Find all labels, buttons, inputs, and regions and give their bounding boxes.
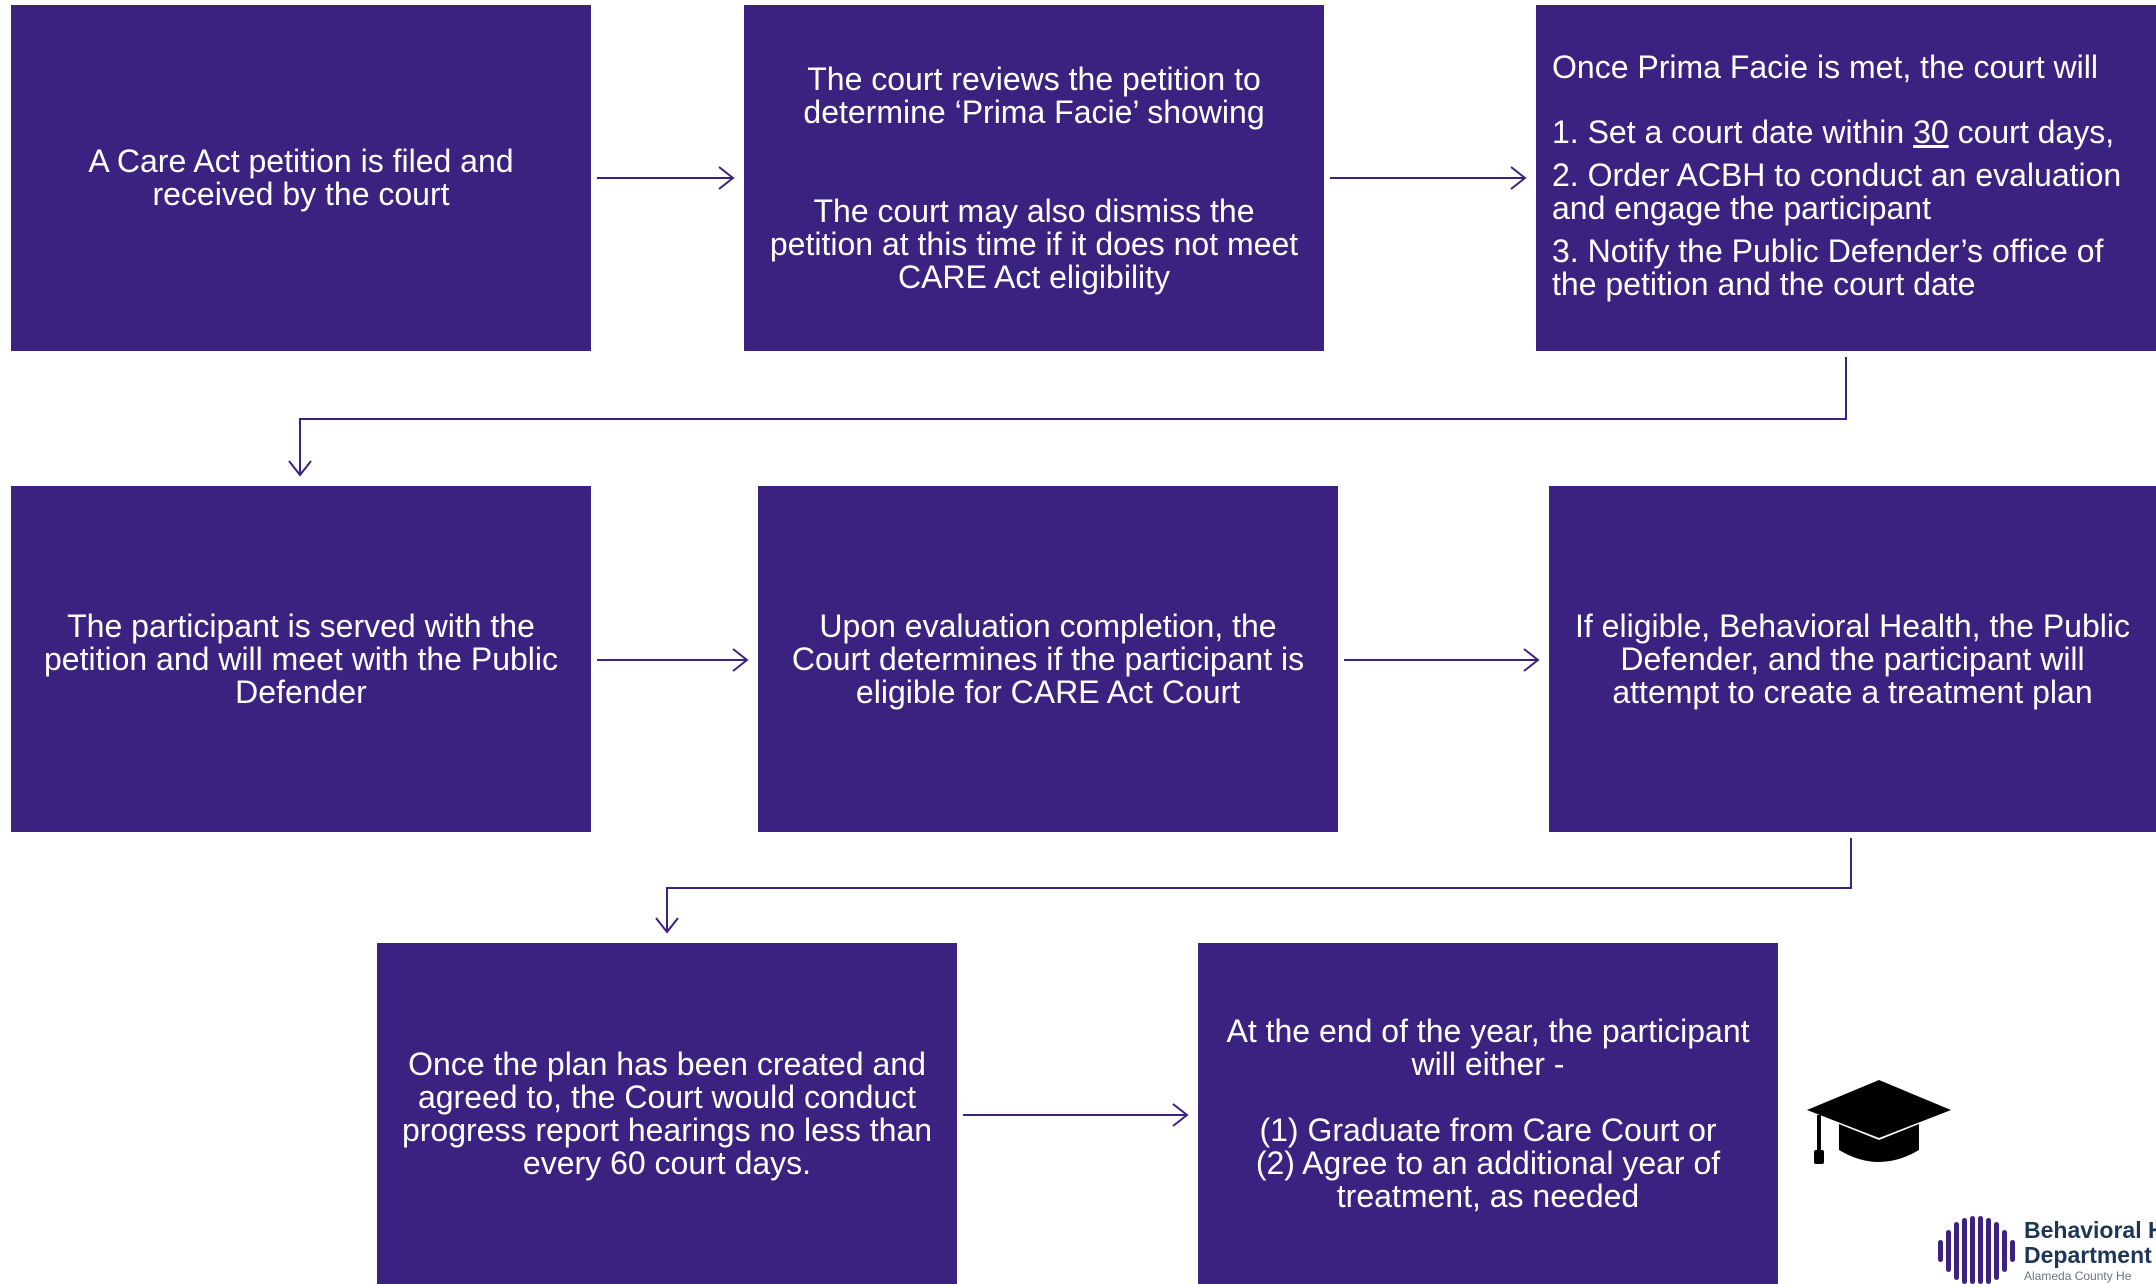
step-3-item-1-suffix: court days, [1948, 114, 2115, 150]
step-8-option-1: (1) Graduate from Care Court or [1259, 1111, 1717, 1148]
step-4-text: The participant is served with the petit… [43, 607, 559, 710]
behavioral-health-logo-icon [1938, 1216, 2015, 1284]
step-6-text: If eligible, Behavioral Health, the Publ… [1575, 607, 2130, 710]
step-3-item-1-prefix: 1. Set a court date within [1552, 114, 1914, 150]
step-3-item-1: 1. Set a court date within 30 court days… [1552, 116, 2114, 149]
logo-name: Behavioral H Department [2024, 1218, 2156, 1268]
step-end-of-year: At the end of the year, the participant … [1198, 943, 1778, 1284]
logo-subtitle: Alameda County He [2024, 1269, 2132, 1283]
step-3-item-3: 3. Notify the Public Defender’s office o… [1552, 233, 2104, 302]
behavioral-health-logo: Behavioral H Department Alameda County H… [1936, 1212, 2156, 1284]
step-3-item-1-days: 30 [1913, 114, 1949, 150]
logo-line-2: Department [2024, 1242, 2152, 1268]
step-2-text-dismiss: The court may also dismiss the petition … [769, 192, 1299, 295]
step-prima-facie-review: The court reviews the petition to determ… [744, 5, 1324, 351]
step-5-text: Upon evaluation completion, the Court de… [791, 607, 1305, 710]
graduation-cap-icon [1807, 1080, 1951, 1164]
step-progress-hearings: Once the plan has been created and agree… [377, 943, 957, 1284]
step-7-text: Once the plan has been created and agree… [401, 1045, 933, 1181]
step-eligibility-determination: Upon evaluation completion, the Court de… [758, 486, 1338, 832]
step-8-intro: At the end of the year, the participant … [1226, 1012, 1750, 1082]
step-prima-facie-met: Once Prima Facie is met, the court will … [1536, 5, 2156, 351]
step-petition-filed: A Care Act petition is filed and receive… [11, 5, 591, 351]
connector-6-to-7 [666, 838, 1852, 932]
step-1-text: A Care Act petition is filed and receive… [88, 143, 514, 212]
step-3-item-2: 2. Order ACBH to conduct an evaluation a… [1552, 157, 2122, 226]
logo-line-1: Behavioral H [2024, 1217, 2156, 1243]
step-3-intro: Once Prima Facie is met, the court will [1552, 49, 2098, 85]
step-8-option-2: (2) Agree to an additional year of treat… [1255, 1144, 1721, 1214]
step-participant-served: The participant is served with the petit… [11, 486, 591, 832]
connector-3-to-4 [299, 357, 1847, 475]
step-2-text-review: The court reviews the petition to determ… [803, 60, 1265, 130]
step-treatment-plan: If eligible, Behavioral Health, the Publ… [1549, 486, 2156, 832]
